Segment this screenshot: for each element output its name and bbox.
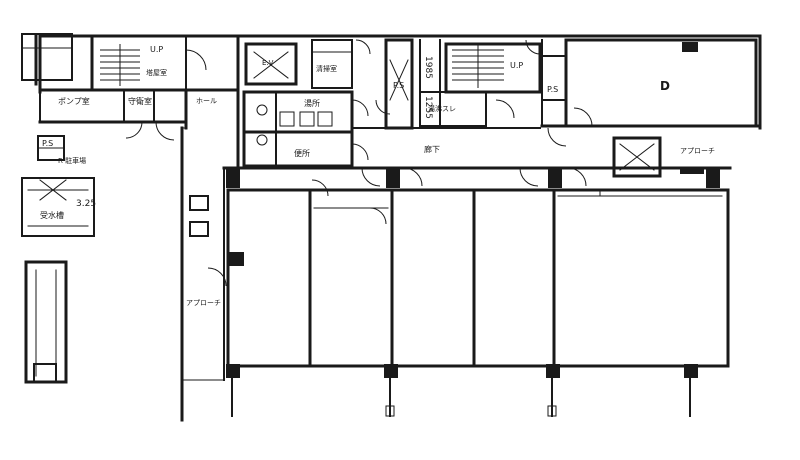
lower-bays [189,166,732,417]
dimension-1255: 1255 [423,96,433,119]
stairs-right [452,44,504,88]
ps-center-label: P.S [393,81,405,90]
dimension-325: 3.25 [76,199,97,209]
guard-room-label: 守衛室 [128,97,152,106]
approach-center-label: アプローチ [186,299,221,307]
pump-room-label: ポンプ室 [58,97,90,106]
toilet-women-label: 便所 [294,149,310,158]
dimension-1985: 1985 [423,56,433,79]
elevator-label: E.V [262,59,274,67]
washroom-label: 湯沸スレ [428,105,456,113]
tower-room-label: 塔屋室 [146,69,167,77]
up-label-right: U.P [510,61,524,70]
corridor-label: 廊下 [424,145,440,154]
hall-label: ホール [196,97,217,105]
cleaning-room-label: 清掃室 [316,65,337,73]
approach-right-label: アプローチ [680,147,715,155]
room-d-label: D [660,79,670,93]
misc-lines [181,127,601,381]
ps-right-label: P.S [547,85,559,94]
upper-block-walls [38,34,762,422]
left-annex-walls [21,33,95,384]
parking-left-label: R 駐車場 [58,157,87,165]
ps-left-label: P.S [42,139,54,148]
stairs-left [100,44,140,86]
pantry-label: 湯所 [304,99,320,108]
door-swings [125,39,593,287]
up-label-left: U.P [150,45,164,54]
water-tank-label: 受水槽 [40,211,64,220]
